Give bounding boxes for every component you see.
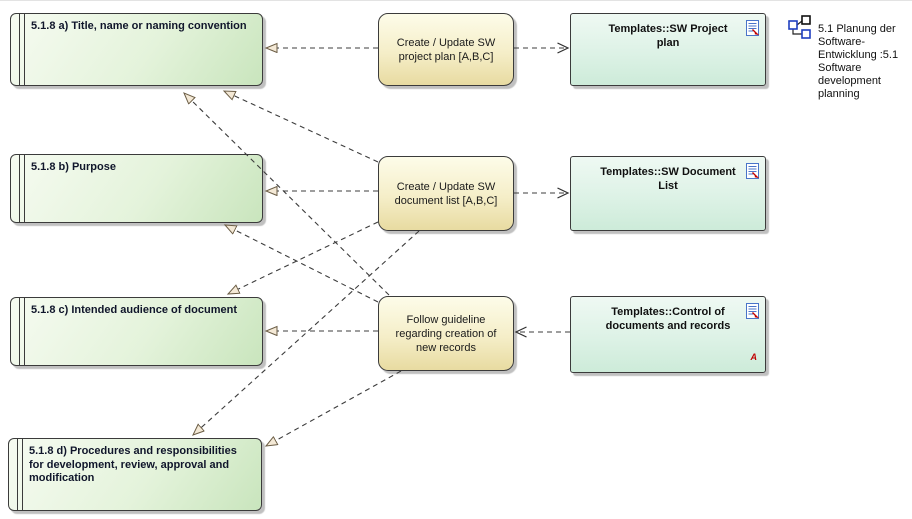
activity-label: Follow guideline regarding creation of n… bbox=[395, 313, 497, 354]
requirement-node-intended-audience[interactable]: 5.1.8 c) Intended audience of document bbox=[10, 297, 263, 366]
requirement-label: 5.1.8 d) Procedures and responsibilities… bbox=[29, 445, 237, 484]
template-node-sw-project-plan[interactable]: Templates::SW Project plan bbox=[570, 13, 766, 86]
edge-act2-req-a bbox=[224, 91, 379, 163]
document-icon bbox=[746, 303, 759, 319]
requirement-label: 5.1.8 c) Intended audience of document bbox=[31, 304, 237, 316]
activity-label: Create / Update SW document list [A,B,C] bbox=[394, 180, 498, 207]
requirement-node-procedures[interactable]: 5.1.8 d) Procedures and responsibilities… bbox=[8, 438, 262, 511]
template-node-sw-document-list[interactable]: Templates::SW Document List bbox=[570, 156, 766, 231]
edge-act3-req-b bbox=[225, 225, 379, 303]
requirement-label: 5.1.8 a) Title, name or naming conventio… bbox=[31, 20, 247, 32]
activity-node-follow-guideline[interactable]: Follow guideline regarding creation of n… bbox=[378, 296, 514, 371]
requirement-label: 5.1.8 b) Purpose bbox=[31, 161, 116, 173]
requirement-node-title-naming[interactable]: 5.1.8 a) Title, name or naming conventio… bbox=[10, 13, 263, 86]
requirement-bars-icon bbox=[19, 155, 25, 222]
activity-node-create-document-list[interactable]: Create / Update SW document list [A,B,C] bbox=[378, 156, 514, 231]
template-label: Templates::Control of documents and reco… bbox=[605, 306, 731, 332]
activity-node-create-project-plan[interactable]: Create / Update SW project plan [A,B,C] bbox=[378, 13, 514, 86]
template-node-control-of-documents[interactable]: Templates::Control of documents and reco… bbox=[570, 296, 766, 373]
edge-act2-req-c bbox=[228, 221, 379, 294]
requirement-bars-icon bbox=[19, 298, 25, 365]
requirement-bars-icon bbox=[19, 14, 25, 85]
template-label: Templates::SW Document List bbox=[600, 166, 736, 192]
template-label: Templates::SW Project plan bbox=[608, 23, 728, 49]
diagram-reference-label: 5.1 Planung der Software-Entwicklung :5.… bbox=[818, 23, 899, 100]
document-icon bbox=[746, 163, 759, 179]
requirement-bars-icon bbox=[17, 439, 23, 510]
activity-label: Create / Update SW project plan [A,B,C] bbox=[396, 36, 496, 63]
edge-act3-req-d bbox=[266, 370, 402, 446]
document-icon bbox=[746, 20, 759, 36]
red-a-marker: A bbox=[750, 352, 758, 362]
requirement-node-purpose[interactable]: 5.1.8 b) Purpose bbox=[10, 154, 263, 223]
composite-diagram-icon bbox=[788, 15, 811, 39]
